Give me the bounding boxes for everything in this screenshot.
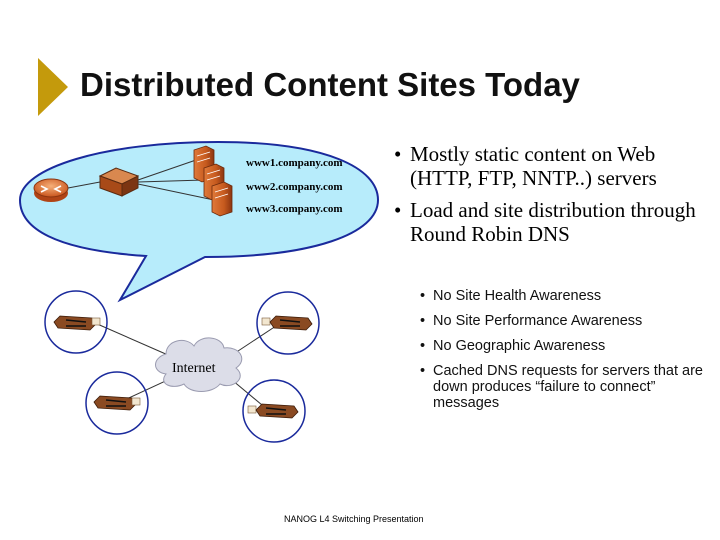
router-icon [33,178,69,202]
client-site-icon [256,291,320,355]
bullet-marker: • [420,288,426,304]
sub-bullet: • No Site Health Awareness [420,288,710,304]
slide-title: Distributed Content Sites Today [80,66,580,103]
switch-icon [98,167,140,197]
sub-bullet: • Cached DNS requests for servers that a… [420,363,710,411]
bullet-text: Load and site distribution through Round… [410,198,696,246]
bullet-marker: • [420,313,426,329]
main-bullet: • Load and site distribution through Rou… [394,198,714,246]
client-site-icon [85,371,149,435]
server-label: www2.company.com [246,181,343,193]
internet-label: Internet [172,361,216,376]
client-site-icon [242,379,306,443]
bullet-text: Mostly static content on Web (HTTP, FTP,… [410,142,657,190]
bullet-marker: • [420,338,426,354]
sub-bullet: • No Geographic Awareness [420,338,710,354]
bullet-text: No Site Performance Awareness [433,313,643,329]
title-arrow-icon [38,58,68,116]
main-bullet-list: • Mostly static content on Web (HTTP, FT… [394,142,714,254]
bullet-text: No Geographic Awareness [433,338,606,354]
internet-cloud-icon [155,337,243,392]
server-label: www3.company.com [246,203,343,215]
client-site-icon [44,290,108,354]
bullet-marker: • [394,198,402,222]
bullet-text: Cached DNS requests for servers that are… [433,363,703,411]
slide-footer: NANOG L4 Switching Presentation [284,514,424,524]
bullet-marker: • [394,142,402,166]
server-icon [211,181,233,217]
bubble-links [67,159,215,201]
main-bullet: • Mostly static content on Web (HTTP, FT… [394,142,714,190]
sub-bullet-list: • No Site Health Awareness • No Site Per… [420,288,710,420]
server-label: www1.company.com [246,157,343,169]
bullet-text: No Site Health Awareness [433,288,602,304]
bullet-marker: • [420,363,426,379]
sub-bullet: • No Site Performance Awareness [420,313,710,329]
